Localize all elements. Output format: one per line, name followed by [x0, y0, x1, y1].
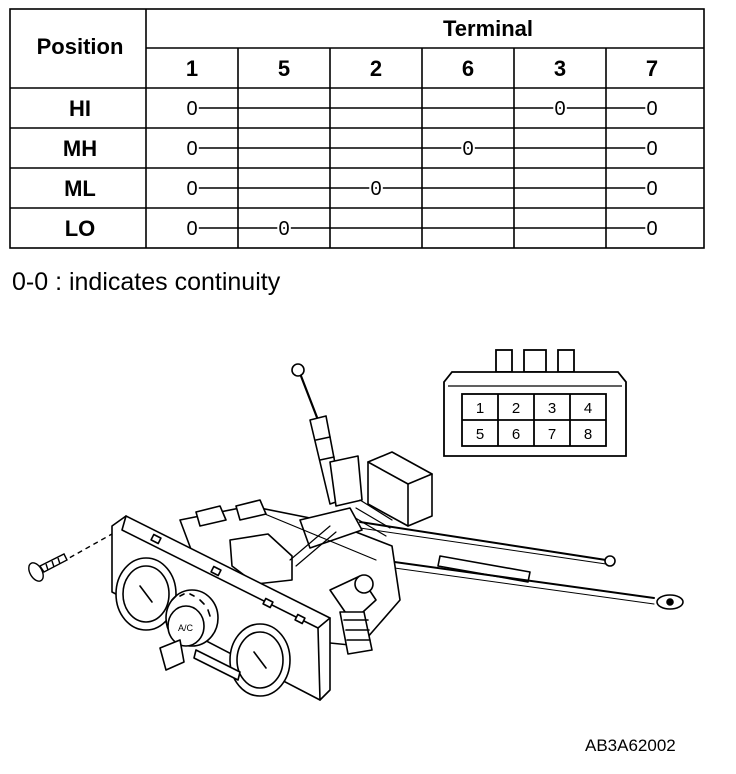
connector-pins: 1 2 3 4 5 6 7 8 — [476, 400, 592, 443]
heater-control-assembly: A/C — [111, 363, 684, 701]
terminal-number: 1 — [186, 56, 198, 81]
cable-eyelet — [291, 363, 305, 377]
continuity-marker: 0 — [186, 98, 197, 120]
continuity-marker: 0 — [186, 218, 197, 240]
position-label: LO — [65, 216, 96, 241]
position-header: Position — [37, 34, 124, 59]
control-cable-right — [359, 521, 684, 610]
pin-number: 2 — [512, 400, 520, 417]
screw-leader-line — [61, 533, 113, 563]
pin-number: 7 — [548, 426, 556, 443]
continuity-table — [9, 8, 705, 249]
pin-number: 6 — [512, 426, 520, 443]
temperature-dial — [115, 557, 177, 631]
position-label: ML — [64, 176, 96, 201]
terminal-numbers: 1 5 2 6 3 7 — [186, 56, 658, 81]
continuity-marker: 0 — [186, 138, 197, 160]
connector-latch — [523, 349, 547, 373]
pin-number: 1 — [476, 400, 484, 417]
pin-number: 4 — [584, 400, 592, 417]
terminal-number: 6 — [462, 56, 474, 81]
air-intake-lever — [159, 639, 241, 681]
pin-number: 5 — [476, 426, 484, 443]
continuity-marker: 0 — [646, 138, 657, 160]
position-label: MH — [63, 136, 97, 161]
cable-eyelet — [604, 555, 616, 567]
ac-button-label: A/C — [178, 623, 194, 633]
continuity-legend: 0-0 : indicates continuity — [12, 268, 281, 296]
continuity-marker: 0 — [186, 178, 197, 200]
connector-latch — [495, 349, 513, 373]
terminal-number: 3 — [554, 56, 566, 81]
continuity-marker: 0 — [370, 178, 381, 200]
continuity-marker: 0 — [554, 98, 565, 120]
pin-number: 3 — [548, 400, 556, 417]
connector-latch — [557, 349, 575, 373]
continuity-marker: 0 — [462, 138, 473, 160]
mounting-screw — [28, 533, 113, 582]
harness-connector — [329, 451, 433, 537]
position-label: HI — [69, 96, 91, 121]
fan-speed-knob: A/C — [165, 589, 219, 647]
continuity-marker: 0 — [646, 98, 657, 120]
pin-number: 8 — [584, 426, 592, 443]
continuity-marker: 0 — [646, 218, 657, 240]
position-labels: HI MH ML LO — [63, 96, 97, 241]
terminal-number: 7 — [646, 56, 658, 81]
terminal-number: 2 — [370, 56, 382, 81]
figure-id: AB3A62002 — [585, 736, 676, 755]
continuity-marks: 0 0 0 0 0 0 0 0 0 0 0 0 — [184, 96, 659, 242]
screw-shank — [38, 553, 68, 573]
terminal-number: 5 — [278, 56, 290, 81]
mode-dial — [229, 623, 291, 697]
continuity-marker: 0 — [646, 178, 657, 200]
terminal-header: Terminal — [443, 16, 533, 41]
continuity-marker: 0 — [278, 218, 289, 240]
connector-face — [443, 349, 627, 457]
